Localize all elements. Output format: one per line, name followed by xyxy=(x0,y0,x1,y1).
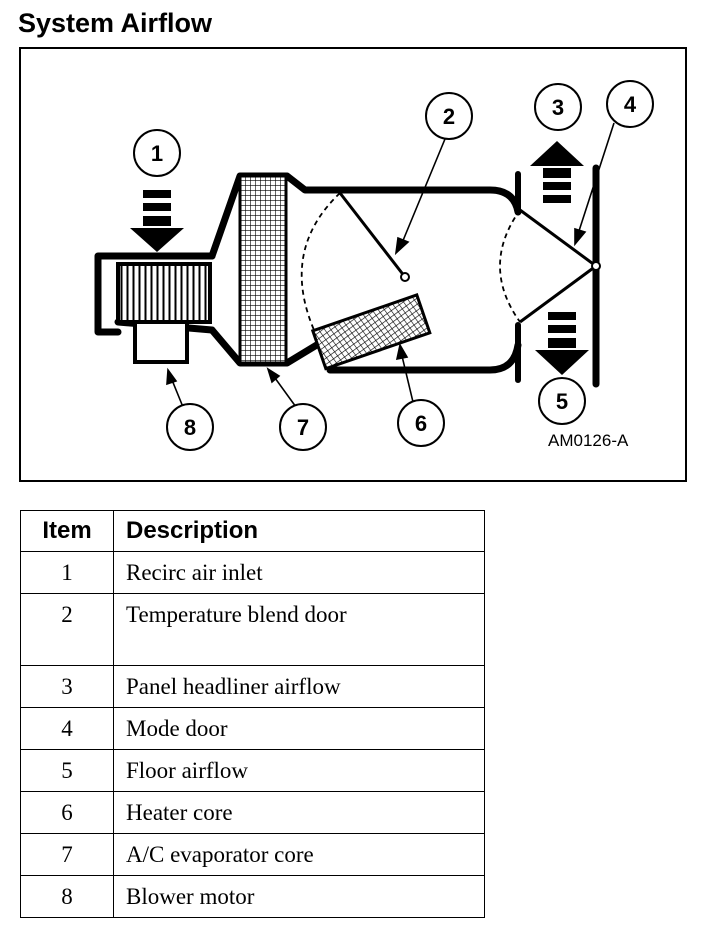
description-column-header: Description xyxy=(113,510,485,552)
legend-header-row: Item Description xyxy=(20,510,485,552)
callout-5: 5 xyxy=(538,377,586,425)
callout-4: 4 xyxy=(606,80,654,128)
evaporator-core xyxy=(238,174,288,365)
airflow-diagram: 1 2 3 4 5 6 7 8 AM0126-A xyxy=(19,47,687,482)
table-row: 6 Heater core xyxy=(20,791,485,834)
mode-door-lower xyxy=(519,264,597,324)
item-column-header: Item xyxy=(20,510,114,552)
blower-motor-body xyxy=(133,320,189,364)
mode-door-upper xyxy=(519,208,597,268)
callout-1-label: 1 xyxy=(151,141,163,166)
item-number: 1 xyxy=(20,551,114,594)
table-row: 4 Mode door xyxy=(20,707,485,750)
blend-door-pivot xyxy=(400,272,410,282)
recirc-inlet-arrow xyxy=(130,190,184,252)
item-number: 8 xyxy=(20,875,114,918)
table-row: 7 A/C evaporator core xyxy=(20,833,485,876)
table-row: 2 Temperature blend door xyxy=(20,593,485,666)
table-row: 1 Recirc air inlet xyxy=(20,551,485,594)
callout-8: 8 xyxy=(166,403,214,451)
table-row: 3 Panel headliner airflow xyxy=(20,665,485,708)
blower-wheel xyxy=(116,262,212,324)
callout-3: 3 xyxy=(534,83,582,131)
item-description: Mode door xyxy=(113,707,485,750)
table-row: 5 Floor airflow xyxy=(20,749,485,792)
page-title: System Airflow xyxy=(18,8,213,38)
item-description: Blower motor xyxy=(113,875,485,918)
item-description: Floor airflow xyxy=(113,749,485,792)
item-number: 6 xyxy=(20,791,114,834)
item-number: 7 xyxy=(20,833,114,876)
panel-airflow-arrow xyxy=(530,141,584,203)
callout-leaders xyxy=(166,122,615,408)
item-number: 3 xyxy=(20,665,114,708)
blend-door-travel xyxy=(300,192,341,331)
callout-7-label: 7 xyxy=(297,415,309,440)
blend-door xyxy=(338,192,407,278)
item-number: 5 xyxy=(20,749,114,792)
heater-core xyxy=(310,293,432,371)
item-number: 4 xyxy=(20,707,114,750)
item-number: 2 xyxy=(20,593,114,666)
callout-6-label: 6 xyxy=(415,411,427,436)
figure-code: AM0126-A xyxy=(548,431,629,450)
callout-2: 2 xyxy=(425,92,473,140)
callout-5-label: 5 xyxy=(556,389,568,414)
callout-7: 7 xyxy=(279,403,327,451)
item-description: Recirc air inlet xyxy=(113,551,485,594)
callout-8-label: 8 xyxy=(184,415,196,440)
callout-6: 6 xyxy=(397,399,445,447)
item-description: A/C evaporator core xyxy=(113,833,485,876)
floor-airflow-arrow xyxy=(535,312,589,375)
item-description: Temperature blend door xyxy=(113,593,485,666)
item-description: Heater core xyxy=(113,791,485,834)
callout-3-label: 3 xyxy=(552,95,564,120)
callout-1: 1 xyxy=(133,129,181,177)
table-row: 8 Blower motor xyxy=(20,875,485,918)
callout-4-label: 4 xyxy=(624,92,637,117)
callout-2-label: 2 xyxy=(443,104,455,129)
item-description: Panel headliner airflow xyxy=(113,665,485,708)
legend-table: Item Description 1 Recirc air inlet 2 Te… xyxy=(20,510,485,918)
mode-door-pivot xyxy=(591,261,601,271)
